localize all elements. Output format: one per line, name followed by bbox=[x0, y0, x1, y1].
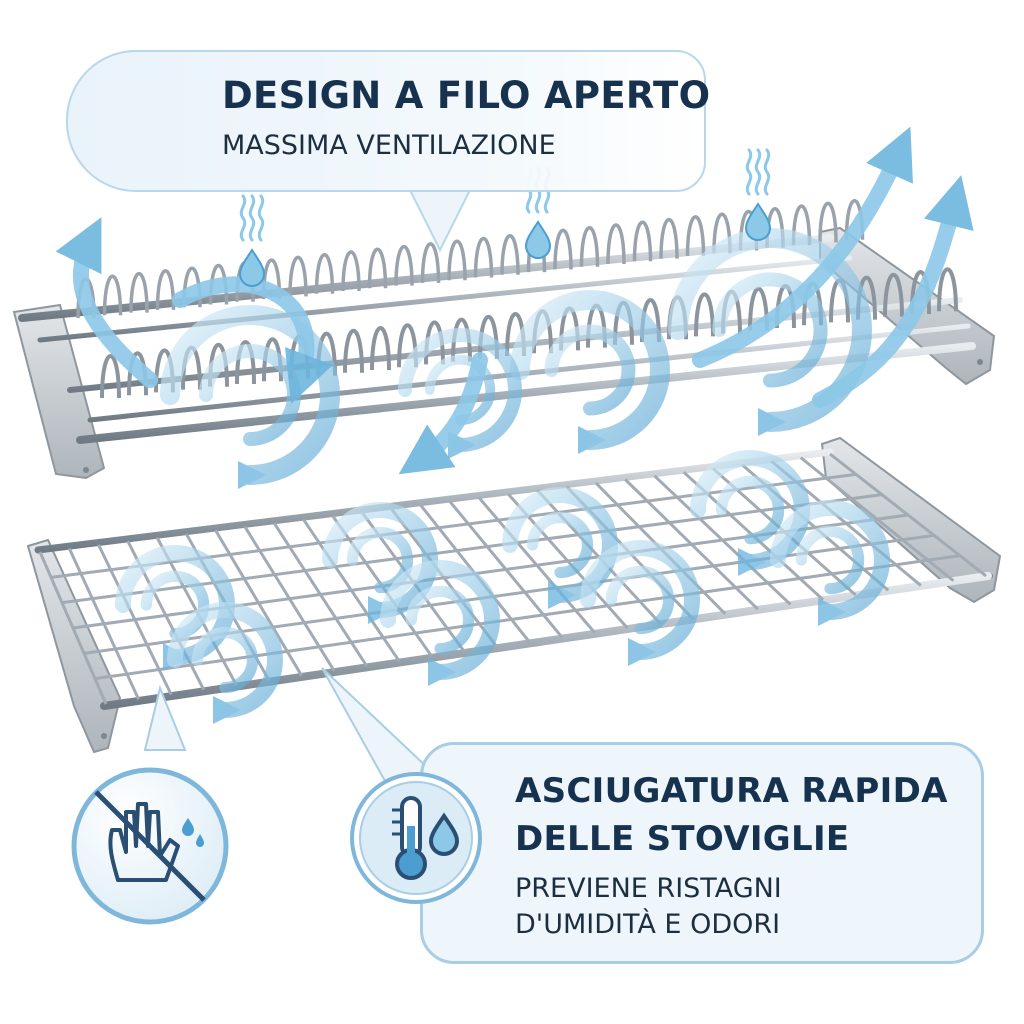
plate-loop bbox=[343, 328, 364, 373]
swirl-arrowhead bbox=[238, 461, 266, 489]
plate-loop bbox=[420, 242, 441, 283]
swirl-ring bbox=[770, 500, 890, 620]
plate-loop bbox=[370, 326, 391, 371]
plate-loop bbox=[102, 274, 123, 316]
arrow-down bbox=[398, 352, 488, 475]
swirl-arrowhead bbox=[213, 696, 241, 724]
plate-loop bbox=[553, 228, 573, 270]
swirl-ring bbox=[380, 560, 500, 680]
airflow-swirl bbox=[580, 540, 700, 666]
swirl-ring bbox=[510, 290, 670, 450]
swirl-arrowhead bbox=[738, 548, 766, 576]
swirl-arrowhead bbox=[818, 598, 846, 626]
swirl-inner-ring bbox=[405, 585, 475, 655]
plate-loop bbox=[659, 218, 679, 259]
swirl-inner-ring bbox=[191, 626, 259, 694]
arrow-upleft bbox=[55, 217, 158, 388]
plate-loop bbox=[235, 340, 256, 385]
grid-long-wire bbox=[94, 554, 961, 681]
swirl-inner-ring bbox=[526, 511, 594, 579]
swirl-ring bbox=[398, 328, 522, 452]
feature-title-fast-drying-line1: ASCIUGATURA RAPIDA bbox=[515, 771, 948, 811]
airflow-swirl bbox=[510, 290, 670, 454]
steam-wisp bbox=[754, 148, 762, 196]
plate-loop bbox=[288, 255, 308, 297]
swirl-ring bbox=[580, 540, 700, 660]
steam-wisp bbox=[248, 194, 256, 242]
plate-loop bbox=[579, 226, 600, 267]
swirl-arrowhead bbox=[548, 581, 576, 609]
plate-loop bbox=[883, 272, 904, 317]
plate-loop bbox=[447, 239, 467, 281]
badge-tail bbox=[143, 684, 187, 751]
swirl-arrowhead bbox=[758, 408, 786, 436]
plate-loop bbox=[314, 253, 335, 294]
plate-loop bbox=[473, 237, 494, 278]
water-drop bbox=[524, 220, 552, 259]
plate-loop bbox=[500, 234, 520, 275]
swirl-arrowhead bbox=[628, 638, 656, 666]
swirl-inner-ring bbox=[199, 344, 301, 446]
water-drop bbox=[744, 202, 772, 241]
swirl-arrowhead bbox=[578, 426, 606, 454]
swirl-ring bbox=[322, 502, 438, 618]
swirl-arrowhead bbox=[428, 658, 456, 686]
plate-loop bbox=[937, 267, 958, 312]
plate-loop bbox=[694, 292, 715, 337]
swirl-inner-ring bbox=[715, 475, 785, 545]
swirl-ring bbox=[167, 602, 283, 718]
plate-loop bbox=[155, 269, 176, 310]
steam-wisp bbox=[763, 148, 771, 196]
water-drop bbox=[238, 248, 266, 287]
feature-subtitle-ventilation: MASSIMA VENTILAZIONE bbox=[222, 130, 556, 161]
plate-loop bbox=[632, 220, 653, 262]
water-drops bbox=[238, 148, 772, 287]
fast-drying-callout: ASCIUGATURA RAPIDA DELLE STOVIGLIE PREVI… bbox=[420, 742, 984, 964]
airflow-swirl bbox=[380, 560, 500, 686]
feature-subtitle-line1: PREVIENE RISTAGNI bbox=[515, 873, 782, 904]
upper-left-frame bbox=[12, 303, 106, 480]
lower-rails bbox=[34, 448, 992, 710]
plate-loop bbox=[394, 245, 414, 286]
steam-wisp bbox=[745, 148, 753, 196]
swirl-inner-ring bbox=[605, 565, 675, 635]
feature-title-open-wire: DESIGN A FILO APERTO bbox=[222, 74, 711, 117]
plate-loop bbox=[685, 215, 706, 256]
plate-loop bbox=[791, 204, 812, 246]
ventilation-callout: DESIGN A FILO APERTO MASSIMA VENTILAZION… bbox=[66, 50, 710, 192]
arrow-curl-1 bbox=[172, 276, 333, 404]
plate-loop bbox=[341, 250, 361, 292]
plate-loop bbox=[367, 247, 388, 289]
swirl-inner-ring bbox=[795, 525, 865, 595]
airflow-swirl bbox=[770, 500, 890, 626]
steam-wisp bbox=[239, 194, 247, 242]
plate-loop bbox=[100, 354, 121, 399]
plate-loop bbox=[606, 223, 626, 265]
thermometer-droplet-icon bbox=[350, 772, 482, 904]
plate-loop bbox=[818, 201, 838, 243]
feature-subtitle-line2: D'UMIDITÀ E ODORI bbox=[515, 909, 781, 940]
plate-loop bbox=[129, 272, 149, 313]
swirl-inner-ring bbox=[544, 324, 636, 416]
plate-loop bbox=[451, 317, 472, 362]
airflow-swirl bbox=[167, 602, 283, 724]
arrow-upright-1 bbox=[692, 126, 913, 368]
lower-left-frame bbox=[26, 538, 122, 754]
feature-title-fast-drying-line2: DELLE STOVIGLIE bbox=[515, 819, 850, 859]
top-callout-tail bbox=[408, 189, 472, 253]
arrow-upright-2 bbox=[812, 175, 974, 408]
no-wet-hands-icon bbox=[71, 767, 229, 925]
lower-grid-rack bbox=[26, 436, 1002, 754]
airflow-arrows bbox=[55, 126, 974, 475]
steam-wisp bbox=[257, 194, 265, 242]
